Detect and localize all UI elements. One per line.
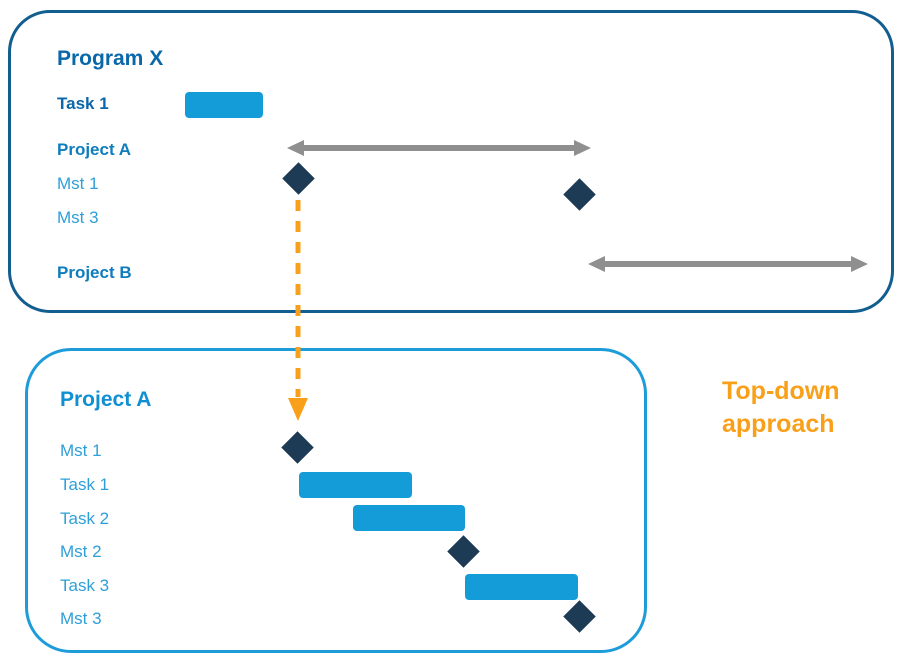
milestone-diamond-icon [447, 535, 480, 568]
project-b-duration-arrow [588, 256, 868, 272]
project-row-label-mst1: Mst 1 [60, 441, 102, 460]
arrow-shaft [300, 145, 578, 151]
project-task3-bar [465, 574, 578, 600]
milestone-diamond-icon [282, 162, 315, 195]
annotation-line2: approach [722, 410, 835, 438]
project-row-label-mst3: Mst 3 [60, 609, 102, 628]
arrow-left-head-icon [588, 256, 605, 272]
project-row-label-task1: Task 1 [60, 475, 110, 494]
arrow-right-head-icon [851, 256, 868, 272]
program-row-label-task1: Task 1 [57, 94, 109, 113]
project-panel-title: Project A [60, 388, 152, 411]
milestone-diamond-icon [281, 431, 314, 464]
arrow-right-head-icon [574, 140, 591, 156]
program-task1-bar [185, 92, 263, 118]
program-row-label-mst1: Mst 1 [57, 174, 99, 193]
annotation-line1: Top-down [722, 377, 840, 405]
arrow-left-head-icon [287, 140, 304, 156]
program-panel-title: Program X [57, 47, 164, 70]
program-row-label-project-a: Project A [57, 140, 132, 159]
project-row-label-task2: Task 2 [60, 509, 110, 528]
program-x-panel: Program X Task 1 Project A Mst 1 Mst 3 P… [8, 10, 894, 313]
project-row-label-mst2: Mst 2 [60, 542, 102, 561]
project-a-duration-arrow [287, 140, 591, 156]
project-task1-bar [299, 472, 412, 498]
top-down-approach-annotation: Top-down approach [722, 375, 902, 441]
milestone-diamond-icon [563, 600, 596, 633]
project-task2-bar [353, 505, 465, 531]
program-row-label-mst3: Mst 3 [57, 208, 99, 227]
program-row-label-project-b: Project B [57, 263, 132, 282]
arrow-shaft [601, 261, 855, 267]
project-row-label-task3: Task 3 [60, 576, 110, 595]
milestone-diamond-icon [563, 178, 596, 211]
project-a-panel: Project A Mst 1 Task 1 Task 2 Mst 2 Task… [25, 348, 647, 653]
